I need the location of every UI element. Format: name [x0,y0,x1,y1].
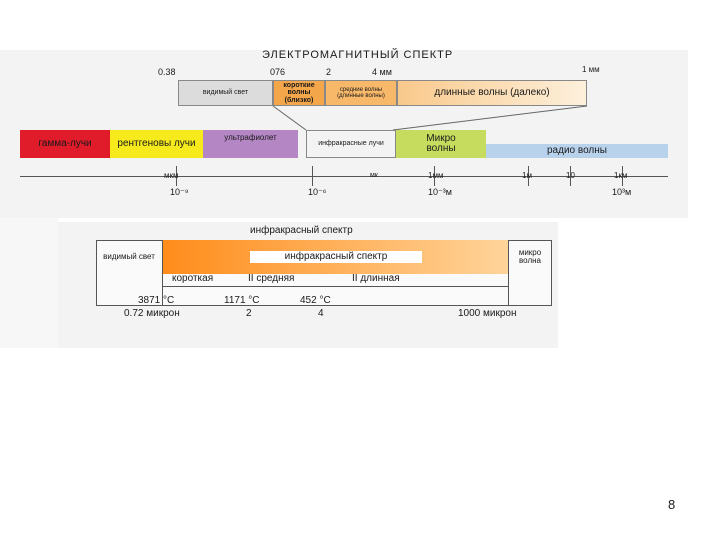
ir-main-label: инфракрасный спектр [284,250,388,262]
scale-top-4: 1 мм [582,65,600,74]
ir-left-visible-label: видимый свет [103,251,155,261]
band-micro-label: Микро волны [426,132,456,154]
ir-micron-1: 0.72 микрон [124,308,180,319]
sub-near-ir: короткие волны (близко) [273,80,325,106]
band-xray: рентгеновы лучи [110,130,203,158]
ir-main-label-box: инфракрасный спектр [250,251,422,263]
em-unit-mk: мк [370,172,378,179]
scale-top-0: 0.38 [158,67,176,77]
band-gamma: гамма-лучи [20,130,110,158]
ir-right-micro-label: микро волна [518,247,542,265]
band-ir: инфракрасные лучи [306,130,396,158]
ir-divider-left [162,240,163,306]
ir-micron-4: 1000 микрон [458,308,517,319]
scale-top-1: 076 [270,67,286,77]
band-ir-label: инфракрасные лучи [318,140,384,148]
em-axis-tick-5 [570,166,571,186]
em-power-4: 10³м [612,187,632,197]
ir-micron-2: 2 [246,308,252,319]
ir-seg-long: II длинная [352,273,400,284]
em-axis-tick-1 [176,166,177,186]
band-micro: Микро волны [396,130,486,158]
sub-mid-ir-label: средние волны (длинные волны) [337,86,385,99]
band-gamma-label: гамма-лучи [38,137,92,149]
sub-near-ir-label: короткие волны (близко) [283,81,315,104]
em-axis-line [20,176,668,177]
ir-temp-3: 452 °C [300,295,331,306]
sub-visible-label: видимый свет [202,89,249,97]
band-xray-label: рентгеновы лучи [117,137,196,149]
em-power-3: 10⁻³м [428,187,452,197]
em-title: ЭЛЕКТРОМАГНИТНЫЙ СПЕКТР [262,49,454,61]
sub-visible: видимый свет [178,80,273,106]
band-radio-label: радио волны [547,144,607,156]
band-uv: ультрафиолет [203,130,298,158]
sub-mid-ir: средние волны (длинные волны) [325,80,397,106]
ir-left-visible: видимый свет [96,240,162,274]
connector-left [272,105,307,131]
em-axis-tick-3 [434,166,435,186]
sub-far-ir: длинные волны (далеко) [397,80,587,106]
em-unit-1m: 1м [522,171,532,180]
ir-temp-1: 3871 °C [138,295,175,306]
band-radio: радио волны [486,144,668,158]
em-power-1: 10⁻⁹ [170,187,189,197]
em-power-2: 10⁻⁶ [308,187,327,197]
page-number: 8 [668,497,676,512]
ir-micron-3: 4 [318,308,324,319]
em-unit-10: 10 [566,171,575,180]
ir-temp-2: 1171 °C [224,295,260,306]
em-axis-tick-4 [528,166,529,186]
ir-segment-line [162,286,508,287]
scale-top-2: 2 [326,67,332,77]
sub-far-ir-label: длинные волны (далеко) [434,86,550,98]
band-uv-label: ультрафиолет [224,133,277,142]
ir-seg-mid: II средняя [248,273,295,284]
em-axis-tick-2 [312,166,313,186]
ir-seg-short: короткая [172,273,214,284]
ir-right-micro: микро волна [508,240,552,274]
em-unit-1km: 1км [614,171,628,180]
ir-panel-shadow [0,218,58,348]
em-unit-1mm: 1мм [428,171,444,180]
connector-right [392,105,588,131]
em-unit-mkm: мкм [164,171,179,180]
ir-divider-right [508,240,509,306]
scale-top-3: 4 мм [372,67,392,77]
ir-title: инфракрасный спектр [250,225,353,236]
em-axis-tick-6 [622,166,623,186]
